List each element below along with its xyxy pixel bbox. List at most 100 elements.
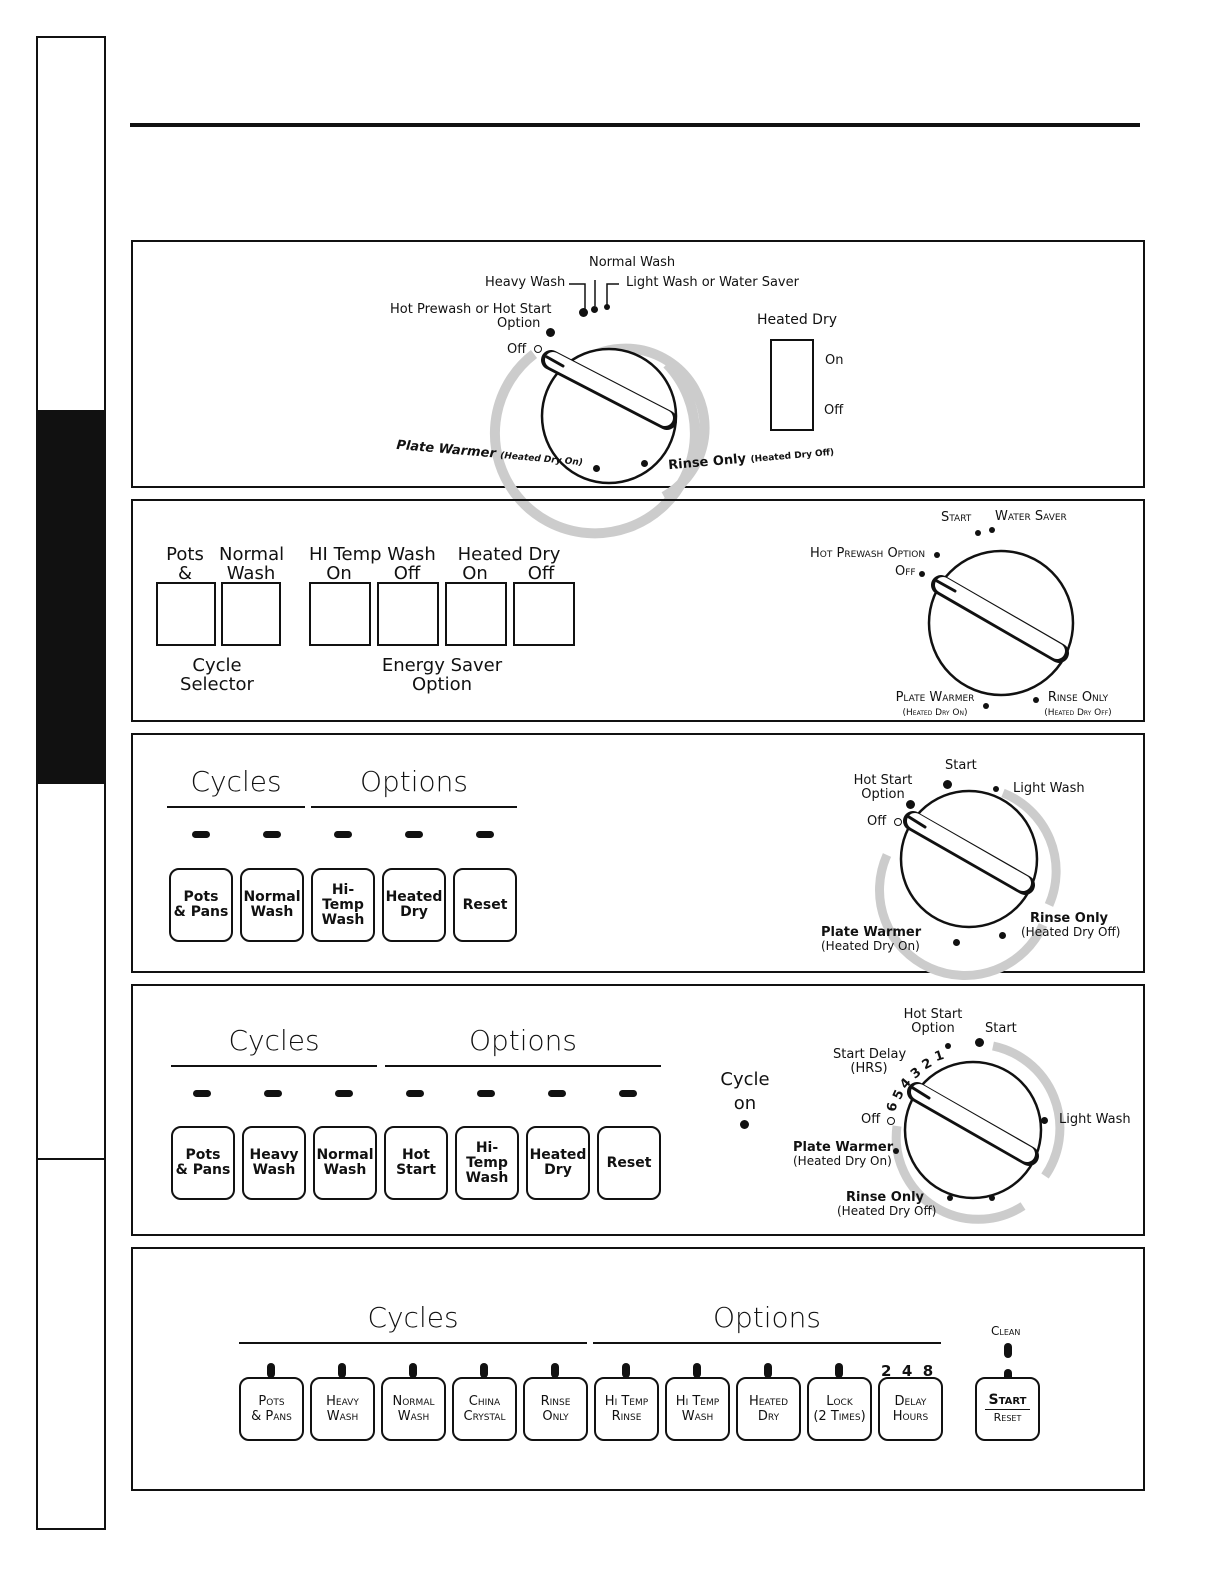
dial-marker xyxy=(893,1148,899,1154)
delay-hours-numbers: 2 4 8 xyxy=(881,1362,934,1380)
dial-marker xyxy=(1033,697,1039,703)
options-rule xyxy=(385,1065,661,1067)
heavy-wash-button[interactable]: Heavy Wash xyxy=(310,1377,375,1441)
heated-dry-on-button[interactable] xyxy=(445,582,507,646)
normal-wash-button[interactable]: Normal Wash xyxy=(381,1377,446,1441)
dial-marker xyxy=(975,1038,984,1047)
dial-marker-off xyxy=(887,1117,895,1125)
hi-temp-wash-button[interactable]: Hi-Temp Wash xyxy=(455,1126,519,1200)
side-tab-strip xyxy=(36,36,106,1530)
heated-dry-button[interactable]: Heated Dry xyxy=(382,868,446,942)
side-tab-divider xyxy=(38,1158,104,1160)
dial-marker xyxy=(579,308,588,317)
dial-marker xyxy=(906,800,915,809)
dial-1[interactable] xyxy=(133,242,1143,539)
cycles-heading: Cycles xyxy=(228,1024,320,1057)
heavy-wash-button[interactable]: Heavy Wash xyxy=(242,1126,306,1200)
dial-marker xyxy=(945,1043,951,1049)
dial-2[interactable] xyxy=(913,511,1113,711)
option-led xyxy=(476,831,494,838)
dial-label-hot-prewash-option: Option xyxy=(497,316,541,331)
dial-label-off: Off xyxy=(507,342,527,357)
hi-temp-on-button[interactable] xyxy=(309,582,371,646)
rinse-only-button[interactable]: Rinse Only xyxy=(523,1377,588,1441)
normal-wash-button[interactable] xyxy=(221,582,281,646)
cycle-selector-label: Cycle Selector xyxy=(180,655,254,695)
control-panel-2: Pots & Pans Normal Wash HI Temp Wash On … xyxy=(131,499,1145,722)
hot-start-button[interactable]: Hot Start xyxy=(384,1126,448,1200)
pots-pans-button[interactable]: Pots & Pans xyxy=(169,868,233,942)
china-crystal-button[interactable]: China Crystal xyxy=(452,1377,517,1441)
pots-pans-button[interactable]: Pots & Pans xyxy=(171,1126,235,1200)
dial-marker-off xyxy=(894,818,902,826)
option-led xyxy=(548,1090,566,1097)
dial-marker xyxy=(989,527,995,533)
option-led xyxy=(334,831,352,838)
control-panel-5: Cycles Options 2 4 8 Pots & Pans Heavy W… xyxy=(131,1247,1145,1491)
hi-temp-wash-button[interactable]: Hi Temp Wash xyxy=(665,1377,730,1441)
cycle-led xyxy=(551,1363,559,1378)
heated-dry-off-button[interactable] xyxy=(513,582,575,646)
dial4-label-rinse-only: Rinse Only(Heated Dry Off) xyxy=(837,1190,937,1219)
pots-pans-button[interactable]: Pots & Pans xyxy=(239,1377,304,1441)
heated-dry-button[interactable]: Heated Dry xyxy=(526,1126,590,1200)
cycles-rule xyxy=(171,1065,377,1067)
options-rule xyxy=(593,1342,941,1344)
hi-temp-on-label: On xyxy=(326,563,352,584)
control-panel-1: Normal Wash Heavy Wash Light Wash or Wat… xyxy=(131,240,1145,539)
dial3-label-start: Start xyxy=(945,758,977,773)
cycle-led xyxy=(263,831,281,838)
dial-marker xyxy=(947,1195,953,1201)
cycle-on-label: Cycle on xyxy=(720,1069,770,1114)
cycle-led xyxy=(335,1090,353,1097)
hi-temp-off-label: Off xyxy=(393,563,421,584)
start-led xyxy=(1004,1369,1012,1384)
cycles-heading: Cycles xyxy=(190,765,282,798)
delay-hours-button[interactable]: Delay Hours xyxy=(878,1377,943,1441)
cycle-on-indicator xyxy=(740,1120,749,1129)
dial3-label-off: Off xyxy=(867,814,887,829)
cycle-led xyxy=(192,831,210,838)
heated-dry-off: Off xyxy=(824,403,844,418)
reset-button[interactable]: Reset xyxy=(597,1126,661,1200)
dial-marker xyxy=(604,304,610,310)
dial-marker xyxy=(999,932,1006,939)
heated-dry-button[interactable]: Heated Dry xyxy=(736,1377,801,1441)
reset-button[interactable]: Reset xyxy=(453,868,517,942)
start-reset-button[interactable]: Start Reset xyxy=(975,1377,1040,1441)
dial3-label-rinse-only: Rinse Only(Heated Dry Off) xyxy=(1021,911,1121,940)
heated-dry-on: On xyxy=(825,353,844,368)
header-rule xyxy=(130,123,1140,127)
cycle-led xyxy=(264,1090,282,1097)
hi-temp-wash-title: HI Temp Wash xyxy=(309,544,436,565)
dial-marker xyxy=(919,571,925,577)
dial-marker-off xyxy=(534,345,542,353)
dial3-label-light-wash: Light Wash xyxy=(1013,781,1085,796)
hi-temp-rinse-button[interactable]: Hi Temp Rinse xyxy=(594,1377,659,1441)
normal-wash-button[interactable]: Normal Wash xyxy=(240,868,304,942)
heated-dry-off-label: Off xyxy=(527,563,555,584)
cycles-rule xyxy=(239,1342,587,1344)
cycle-led xyxy=(480,1363,488,1378)
dial2-label-plate-warmer: Plate Warmer(Heated Dry On) xyxy=(895,690,975,719)
dial-marker xyxy=(953,939,960,946)
hi-temp-wash-button[interactable]: Hi-Temp Wash xyxy=(311,868,375,942)
pots-pans-button[interactable] xyxy=(156,582,216,646)
normal-wash-button[interactable]: Normal Wash xyxy=(313,1126,377,1200)
option-led xyxy=(477,1090,495,1097)
heated-dry-switch[interactable] xyxy=(770,339,814,431)
cycle-led xyxy=(409,1363,417,1378)
options-rule xyxy=(311,806,517,808)
cycles-heading: Cycles xyxy=(367,1301,459,1334)
energy-saver-label: Energy Saver Option xyxy=(381,655,503,695)
dial2-label-hot-prewash: Hot Prewash Option xyxy=(810,546,926,561)
dial-label-hot-prewash: Hot Prewash or Hot Start xyxy=(390,302,552,317)
dial-marker xyxy=(989,1195,995,1201)
dial-marker xyxy=(593,465,600,472)
lock-button[interactable]: Lock (2 Times) xyxy=(807,1377,872,1441)
dial-label-heavy-wash: Heavy Wash xyxy=(485,275,566,290)
hi-temp-off-button[interactable] xyxy=(377,582,439,646)
dial-3[interactable] xyxy=(873,765,1093,980)
dial4-label-start-delay: Start Delay(HRS) xyxy=(833,1047,907,1077)
